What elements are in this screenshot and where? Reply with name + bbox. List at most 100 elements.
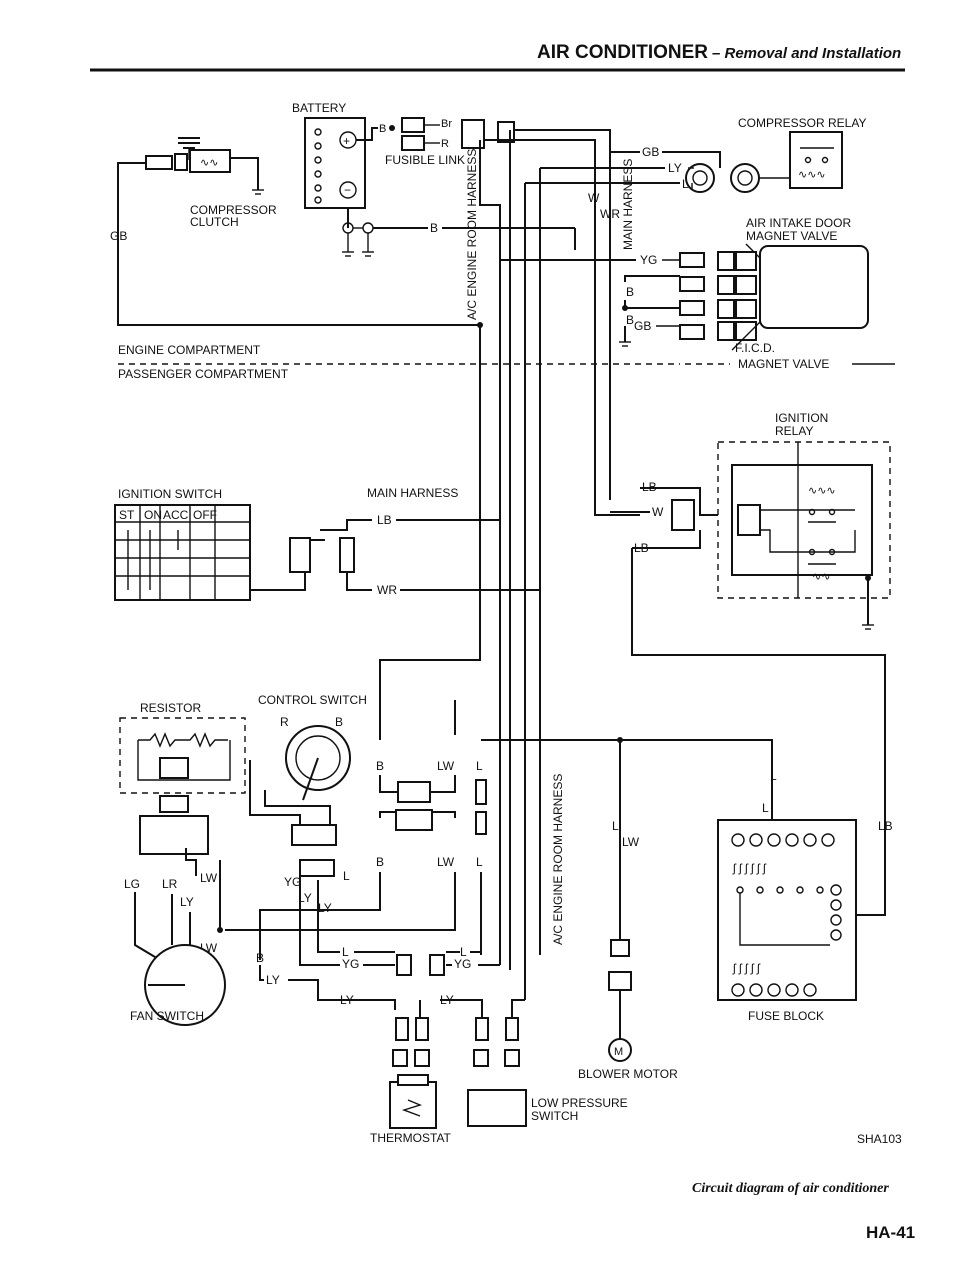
main-harness-vertical: MAIN HARNESS [621, 159, 635, 250]
wire-label-gb-3: GB [634, 319, 651, 333]
ignition-relay-label-2: RELAY [775, 424, 813, 438]
wire-label-w: W [588, 191, 600, 205]
air-intake-label-2: MAGNET VALVE [746, 229, 837, 243]
fan-switch-label: FAN SWITCH [130, 1009, 204, 1023]
resistor: RESISTOR [119, 701, 246, 855]
low-pressure-switch: LOW PRESSURE SWITCH [467, 1017, 628, 1127]
wire-label-l-9: L [762, 801, 769, 815]
wire-label-b-5: B [376, 855, 384, 869]
page-number: HA-41 [866, 1223, 915, 1242]
motor-m: M [614, 1046, 623, 1058]
wire-label-yg-3: YG [342, 957, 359, 971]
compressor-relay-label: COMPRESSOR RELAY [738, 116, 866, 130]
fusible-link: B Br R FUSIBLE LINK [356, 117, 611, 360]
wire-label-ly-3: LY [318, 901, 332, 915]
wire-label-lr: LR [162, 877, 178, 891]
wire-label-wr: WR [600, 207, 620, 221]
wire-label-l-2: L [476, 759, 483, 773]
wire-label-ly-7: LY [180, 895, 194, 909]
wire-label-yg: YG [640, 253, 657, 267]
wire-label-br: Br [441, 118, 452, 130]
figure-code: SHA103 [857, 1132, 902, 1146]
low-pressure-label-1: LOW PRESSURE [531, 1096, 628, 1110]
engine-compartment-label: ENGINE COMPARTMENT [118, 343, 261, 357]
wire-label-b-2: B [626, 285, 634, 299]
wire-label-lb: LB [642, 480, 657, 494]
svg-text:∿∿: ∿∿ [200, 157, 218, 169]
wire-label-yg-2: YG [284, 875, 301, 889]
svg-text:+: + [343, 134, 350, 148]
wire-label-ly-4: LY [266, 973, 280, 987]
passenger-compartment-label: PASSENGER COMPARTMENT [118, 367, 289, 381]
battery: BATTERY + − B [292, 101, 575, 257]
cs-r-label: R [280, 715, 289, 729]
ficd-label: F.I.C.D. [735, 341, 775, 355]
wire-label-b-4: B [376, 759, 384, 773]
ign-pos-off: OFF [193, 508, 217, 522]
wire-label-b-6: B [256, 951, 264, 965]
wire-label-l-6: L [342, 945, 349, 959]
compressor-clutch: ∿∿ COMPRESSOR CLUTCH GB [110, 137, 480, 326]
wire-label-lb-2: LB [634, 541, 649, 555]
wire-label-lg: LG [124, 877, 140, 891]
svg-text:−: − [344, 183, 351, 197]
ign-pos-on: ON [144, 508, 162, 522]
wire-label-wr-2: WR [377, 583, 397, 597]
wire-label-r: R [441, 138, 449, 150]
wire-label-gb: GB [110, 229, 127, 243]
svg-text:ʃ ʃ ʃ ʃ ʃ: ʃ ʃ ʃ ʃ ʃ [732, 961, 761, 975]
compressor-clutch-label-2: CLUTCH [190, 215, 239, 229]
ign-pos-st: ST [119, 508, 135, 522]
ignition-relay-label-1: IGNITION [775, 411, 828, 425]
wire-label-ly-5: LY [340, 993, 354, 1007]
harness-bus [379, 130, 640, 1000]
page-subtitle: – Removal and Installation [712, 45, 901, 62]
compressor-relay: COMPRESSOR RELAY ∿∿∿ GB LY L [525, 116, 866, 193]
ignition-relay: IGNITION RELAY ∿∿∿ ∿∿ LB W LB [610, 411, 891, 916]
wire-label-lw-2: LW [437, 855, 455, 869]
svg-text:ʃ ʃ ʃ ʃ ʃ ʃ: ʃ ʃ ʃ ʃ ʃ ʃ [732, 861, 767, 875]
wire-label-gb-2: GB [642, 145, 659, 159]
ficd-magnet-label: MAGNET VALVE [738, 357, 829, 371]
cs-b-label: B [335, 715, 343, 729]
wire-label-b-3: B [626, 313, 634, 327]
control-switch-label: CONTROL SWITCH [258, 693, 367, 707]
fuse-block: L LB ʃ ʃ ʃ ʃ ʃ ʃ ʃ ʃ ʃ ʃ ʃ FUSE BLOCK [717, 801, 893, 1023]
wire-label-w-2: W [652, 505, 664, 519]
compressor-clutch-label-1: COMPRESSOR [190, 203, 277, 217]
wire-label-b-fl: B [379, 123, 386, 135]
wire-label-l: L [682, 177, 689, 191]
ac-engine-room-harness-label: A/C ENGINE ROOM HARNESS [465, 149, 479, 320]
wire-label-ly-2: LY [298, 891, 312, 905]
ign-pos-acc: ACC [163, 508, 189, 522]
wire-label-ly: LY [668, 161, 682, 175]
figure-caption: Circuit diagram of air conditioner [692, 1181, 889, 1196]
wire-label-l-8: L [612, 819, 619, 833]
wire-label-yg-4: YG [454, 957, 471, 971]
svg-text:∿∿∿: ∿∿∿ [798, 169, 826, 181]
wire-label-b-gnd: B [430, 221, 438, 235]
resistor-label: RESISTOR [140, 701, 201, 715]
wire-label-lb-3: LB [377, 513, 392, 527]
wire-label-l-5: L [343, 869, 350, 883]
fuse-block-label: FUSE BLOCK [748, 1009, 824, 1023]
air-intake-magnet-valve: AIR INTAKE DOOR MAGNET VALVE YG B B GB F… [500, 216, 869, 355]
lower-wiring: YG LY L LY YG YG L L B LY LY LY [256, 859, 525, 1018]
control-switch: CONTROL SWITCH R B [249, 693, 367, 846]
thermostat: THERMOSTAT [370, 1017, 452, 1145]
wire-label-ly-6: LY [440, 993, 454, 1007]
page-title: AIR CONDITIONER [537, 42, 708, 63]
air-intake-label-1: AIR INTAKE DOOR [746, 216, 851, 230]
ac-engine-room-harness-label-2: A/C ENGINE ROOM HARNESS [551, 774, 565, 945]
wire-label-lw-5: LW [622, 835, 640, 849]
wire-label-lb-4: LB [878, 819, 893, 833]
wire-label-l-4: L [770, 769, 777, 783]
thermostat-label: THERMOSTAT [370, 1131, 452, 1145]
ignition-switch: IGNITION SWITCH ST ON ACC OFF MAIN HARNE… [114, 486, 540, 601]
wire-label-lw-3: LW [200, 871, 218, 885]
fan-switch: LG LR LW LY LW FAN SWITCH [124, 848, 226, 1026]
low-pressure-label-2: SWITCH [531, 1109, 578, 1123]
wire-label-l-3: L [476, 855, 483, 869]
middle-connectors: B LW L B LW L L [225, 700, 777, 960]
